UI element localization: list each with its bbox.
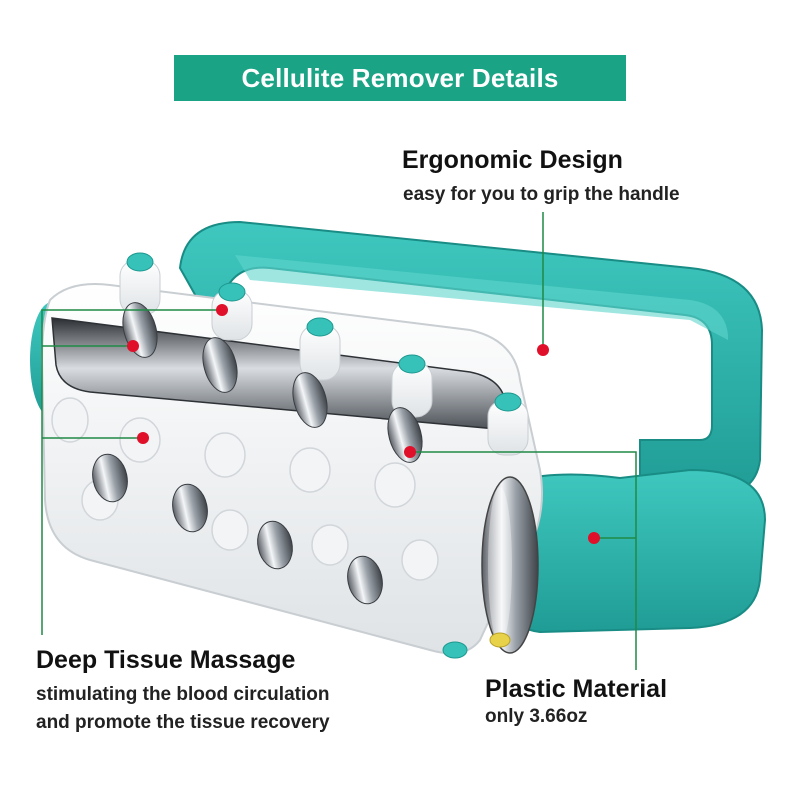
page-title-banner: Cellulite Remover Details xyxy=(174,55,626,101)
page-title: Cellulite Remover Details xyxy=(241,62,559,93)
teal-tipped-posts xyxy=(119,252,529,456)
callout-line-massage-1 xyxy=(41,309,222,635)
chrome-ring xyxy=(481,476,539,654)
callout-lines xyxy=(41,212,637,670)
marker-material-2 xyxy=(588,532,600,544)
marker-massage-2 xyxy=(127,340,139,352)
marker-massage-1 xyxy=(216,304,228,316)
massage-desc-line1: stimulating the blood circulation xyxy=(36,684,330,705)
marker-material-1 xyxy=(404,446,416,458)
ergonomic-title: Ergonomic Design xyxy=(402,146,623,174)
material-title: Plastic Material xyxy=(485,675,668,703)
end-cap-right xyxy=(504,468,767,634)
material-desc: only 3.66oz xyxy=(485,706,588,727)
massage-desc-line2: and promote the tissue recovery xyxy=(36,712,330,733)
massage-title: Deep Tissue Massage xyxy=(36,646,296,674)
marker-ergonomic xyxy=(537,344,549,356)
callout-line-material-1 xyxy=(410,451,637,670)
chrome-beads-bottom xyxy=(92,453,511,659)
ergonomic-desc: easy for you to grip the handle xyxy=(403,184,680,205)
marker-massage-3 xyxy=(137,432,149,444)
callout-markers xyxy=(127,304,600,544)
